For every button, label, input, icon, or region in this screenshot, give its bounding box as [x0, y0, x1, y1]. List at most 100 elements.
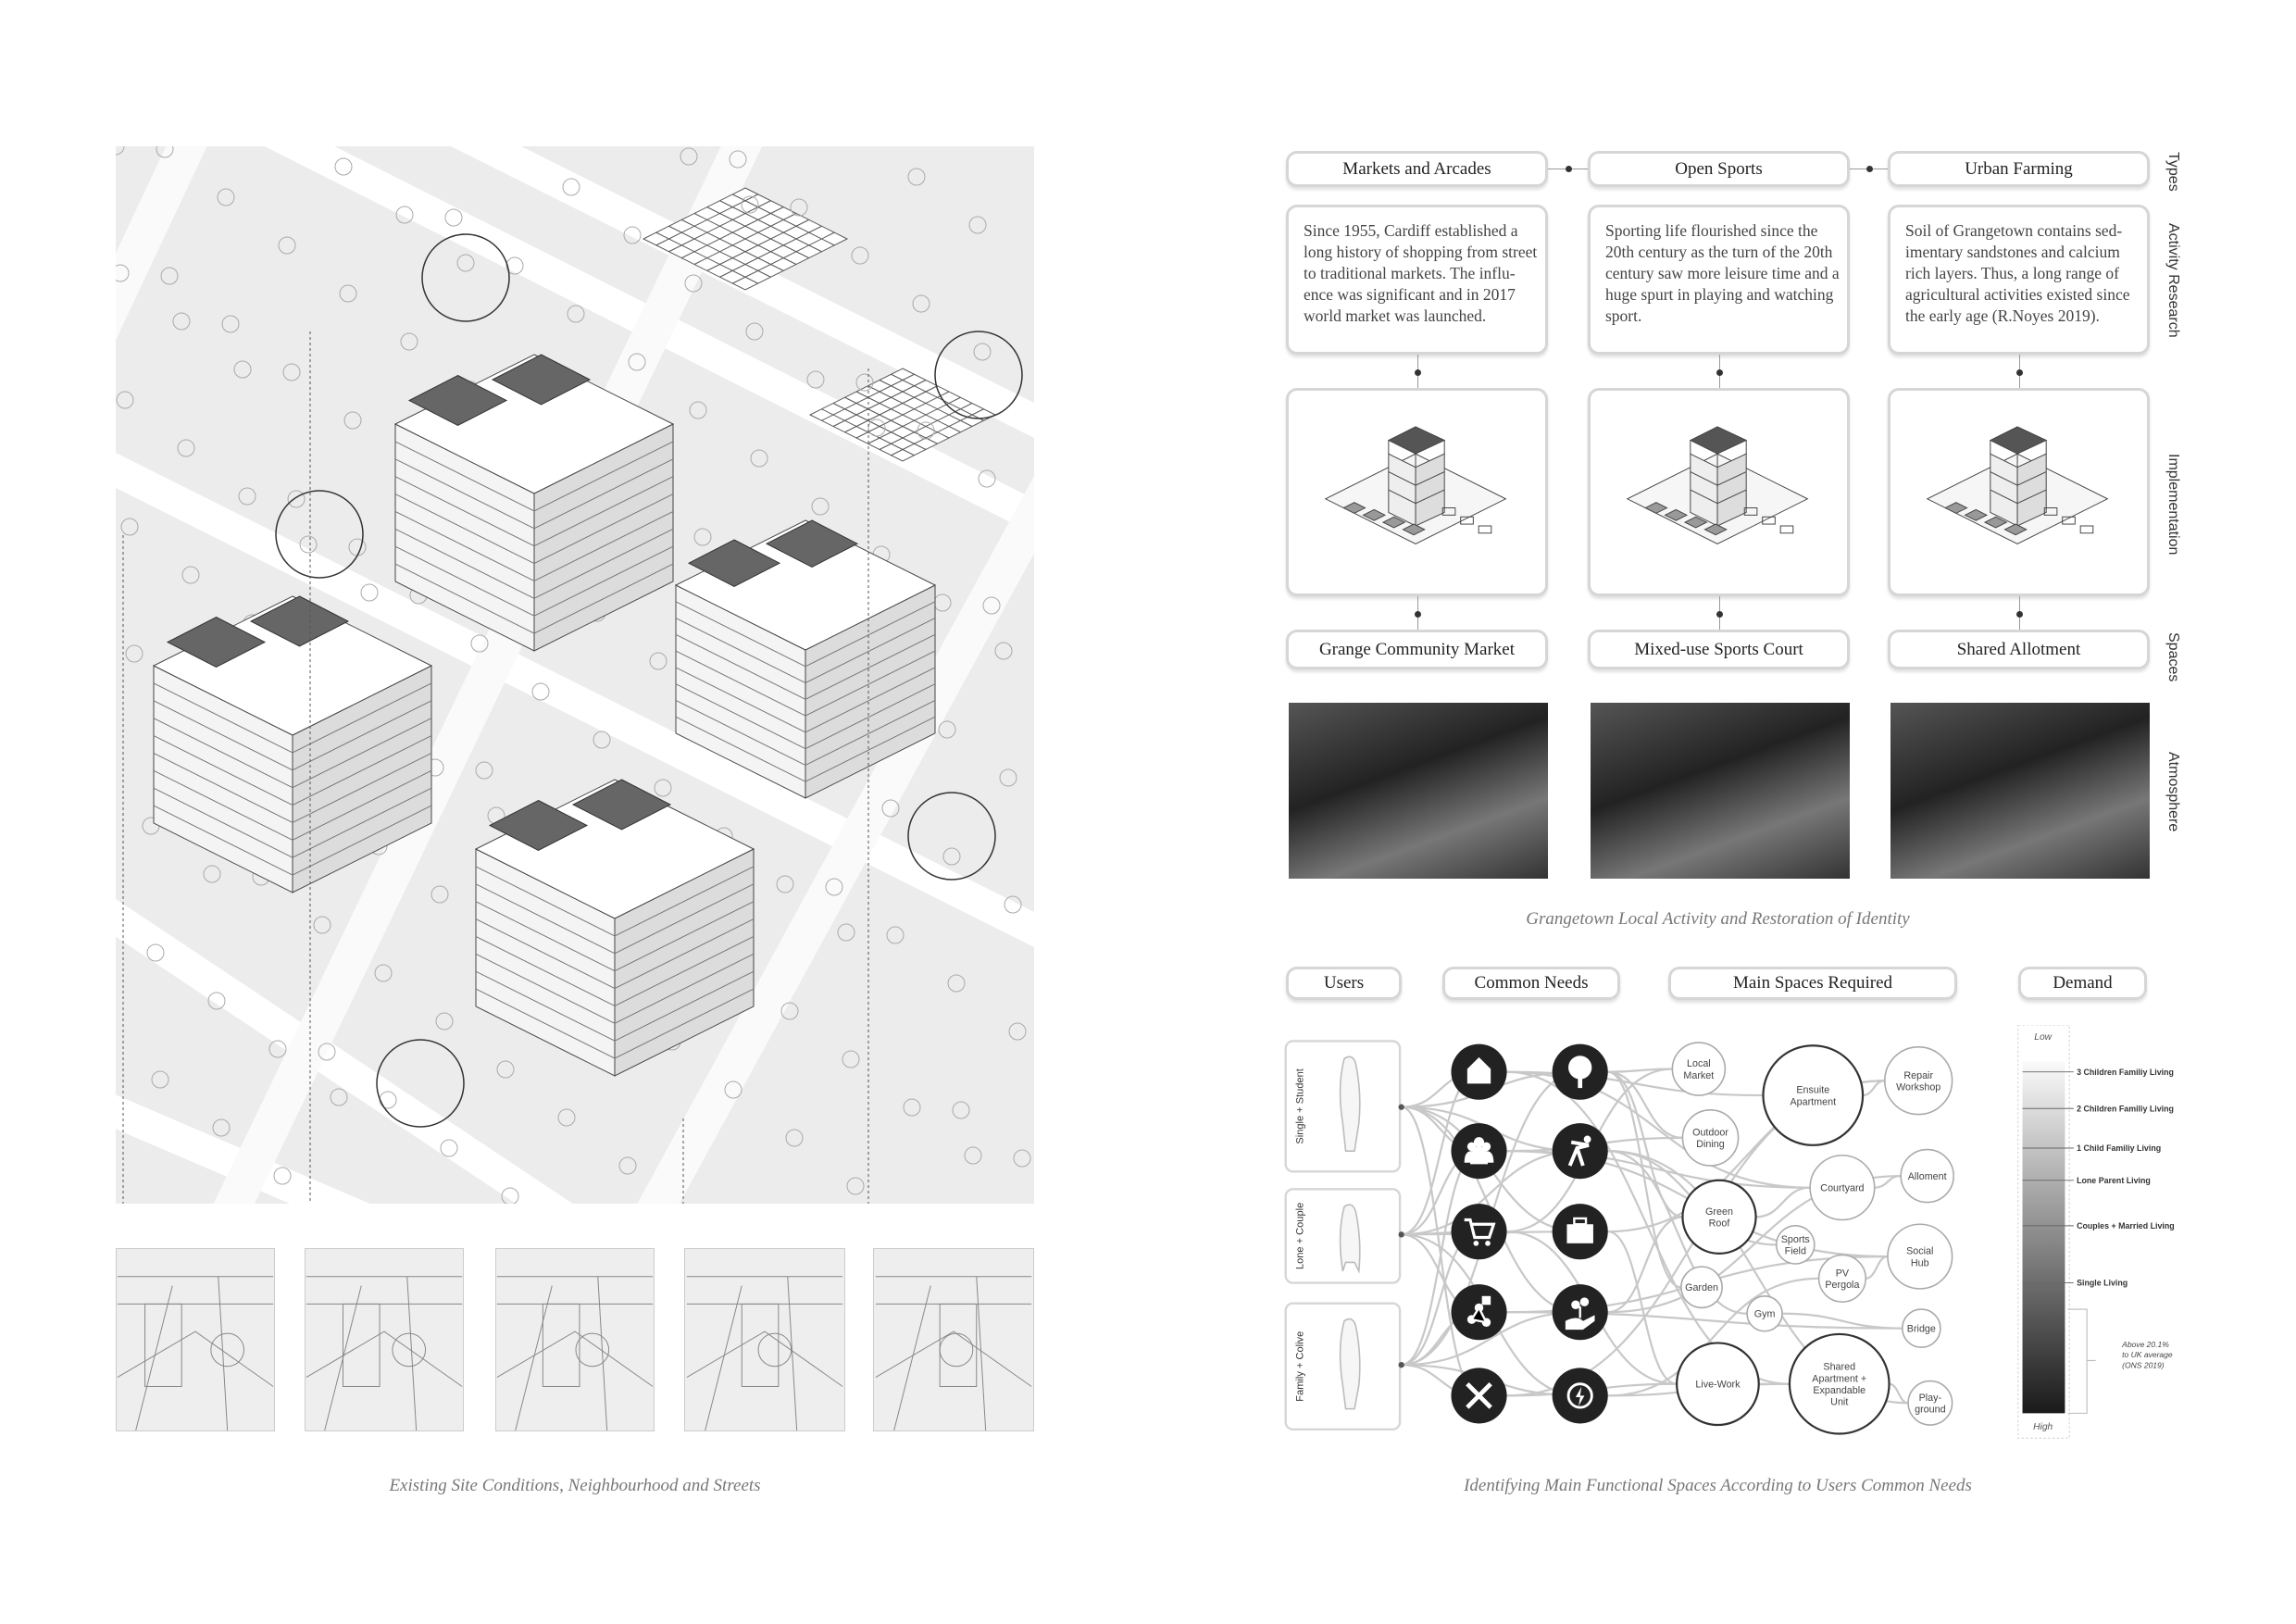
community-icon — [1451, 1123, 1507, 1180]
space-box: Mixed-use Sports Court — [1588, 630, 1850, 669]
atmosphere-photo — [1591, 703, 1850, 879]
street-thumbnail — [684, 1248, 845, 1431]
street-thumbnail — [116, 1248, 275, 1431]
atmosphere-photo — [1289, 703, 1548, 879]
need-space-link — [1607, 1230, 1678, 1385]
space-label: Apartment + — [1812, 1373, 1866, 1384]
space-space-link — [1755, 1186, 1811, 1218]
exercise-icon — [1552, 1123, 1608, 1180]
space-label: Green — [1705, 1206, 1733, 1218]
space-label: Roof — [1709, 1218, 1730, 1230]
implementation-sketch — [1626, 426, 1809, 545]
research-line: Sporting life flourished since the — [1605, 221, 1818, 240]
research-box: Since 1955, Cardiff established a long hi… — [1286, 205, 1548, 355]
building-north — [393, 354, 675, 652]
need-space-link — [1607, 1216, 1683, 1314]
space-garden: Garden — [1680, 1266, 1723, 1309]
research-line: century saw more leisure time and a — [1605, 264, 1840, 282]
demand-level-label: 3 Children Familiy Living — [2077, 1068, 2174, 1077]
research-line: huge spurt in playing and watching — [1605, 285, 1834, 304]
connector-dot — [2015, 369, 2023, 376]
space-label: Ensuite — [1796, 1085, 1829, 1096]
building-south — [474, 779, 755, 1077]
needs-caption: Identifying Main Functional Spaces Accor… — [1464, 1476, 1972, 1495]
connector-dot — [1565, 166, 1572, 172]
row-label-spaces: Spaces — [2165, 632, 2181, 682]
space-label: Pergola — [1825, 1280, 1859, 1291]
street-thumbnail — [495, 1248, 655, 1431]
space-label: Dining — [1696, 1139, 1724, 1150]
space-label: Alloment — [1908, 1171, 1947, 1182]
demand-level-label: Lone Parent Living — [2077, 1176, 2151, 1185]
need-space-link — [1607, 1070, 1682, 1289]
need-space-link — [1607, 1277, 1819, 1397]
connector-dot — [1866, 166, 1873, 172]
callout-circle — [421, 233, 510, 322]
implementation-box — [1588, 388, 1850, 596]
demand-note: to UK average — [2122, 1350, 2173, 1359]
space-label: Unit — [1830, 1397, 1848, 1408]
building-west — [152, 595, 433, 893]
demand-note: Above 20.1% — [2121, 1340, 2169, 1349]
type-box: Open Sports — [1588, 151, 1850, 187]
people-silhouette-icon — [1339, 1056, 1361, 1152]
space-space-link — [1862, 1080, 1885, 1097]
space-label: Courtyard — [1820, 1183, 1864, 1194]
people-silhouette-icon — [1339, 1204, 1361, 1274]
space-space-link — [1865, 1255, 1889, 1280]
space-label: Social — [1906, 1246, 1933, 1257]
research-line: long history of shopping from street — [1304, 243, 1538, 261]
space-label: Gym — [1754, 1309, 1776, 1320]
space-label: Workshop — [1896, 1081, 1940, 1093]
row-label-implementation: Implementation — [2165, 454, 2181, 556]
connector-dot — [1414, 611, 1421, 618]
implementation-box — [1888, 388, 2150, 596]
row-label-activity-research: Activity Research — [2165, 223, 2181, 338]
research-line: world market was launched. — [1304, 306, 1487, 325]
row-label-types: Types — [2165, 151, 2181, 192]
header-main-spaces: Main Spaces Required — [1668, 967, 1957, 1000]
user-box-lone-couple: Lone + Couple — [1284, 1188, 1404, 1284]
people-silhouette-icon — [1339, 1318, 1361, 1410]
network-icon — [1451, 1284, 1507, 1341]
need-space-link — [1607, 1070, 1683, 1218]
briefcase-icon — [1552, 1204, 1608, 1260]
space-label: Sports — [1781, 1234, 1810, 1245]
connector-dot — [1716, 369, 1723, 376]
implementation-sketch — [1926, 426, 2109, 545]
space-space-link — [1874, 1174, 1902, 1189]
type-box: Urban Farming — [1888, 151, 2150, 187]
space-label: Garden — [1685, 1282, 1718, 1293]
shopping-cart-icon — [1451, 1204, 1507, 1260]
user-label: Lone + Couple — [1295, 1203, 1306, 1269]
space-label: Repair — [1903, 1070, 1933, 1081]
demand-level-label: Couples + Married Living — [2077, 1221, 2175, 1230]
user-label: Single + Student — [1295, 1068, 1306, 1144]
space-label: Bridge — [1907, 1324, 1936, 1335]
space-label: Hub — [1911, 1257, 1929, 1268]
research-line: sport. — [1605, 306, 1642, 325]
need-space-link — [1607, 1150, 1748, 1315]
demand-level-label: 1 Child Familiy Living — [2077, 1143, 2161, 1153]
research-line: Since 1955, Cardiff established a — [1304, 221, 1518, 240]
space-courtyard: Courtyard — [1809, 1155, 1876, 1221]
space-bridge: Bridge — [1901, 1308, 1941, 1348]
implementation-sketch — [1324, 426, 1507, 545]
user-need-link — [1401, 1311, 1580, 1367]
tools-icon — [1451, 1368, 1507, 1424]
connector-dot — [2015, 611, 2023, 618]
street-thumbnail — [305, 1248, 464, 1431]
space-gym: Gym — [1746, 1294, 1783, 1332]
research-line: agricultural activities existed since — [1905, 285, 2130, 304]
space-label: ground — [1915, 1405, 1945, 1416]
callout-circle — [376, 1039, 465, 1128]
implementation-box — [1286, 388, 1548, 596]
space-label: Apartment — [1790, 1096, 1836, 1107]
research-line: imentary sandstones and calcium — [1905, 243, 2120, 261]
demand-note: (ONS 2019) — [2122, 1360, 2165, 1369]
